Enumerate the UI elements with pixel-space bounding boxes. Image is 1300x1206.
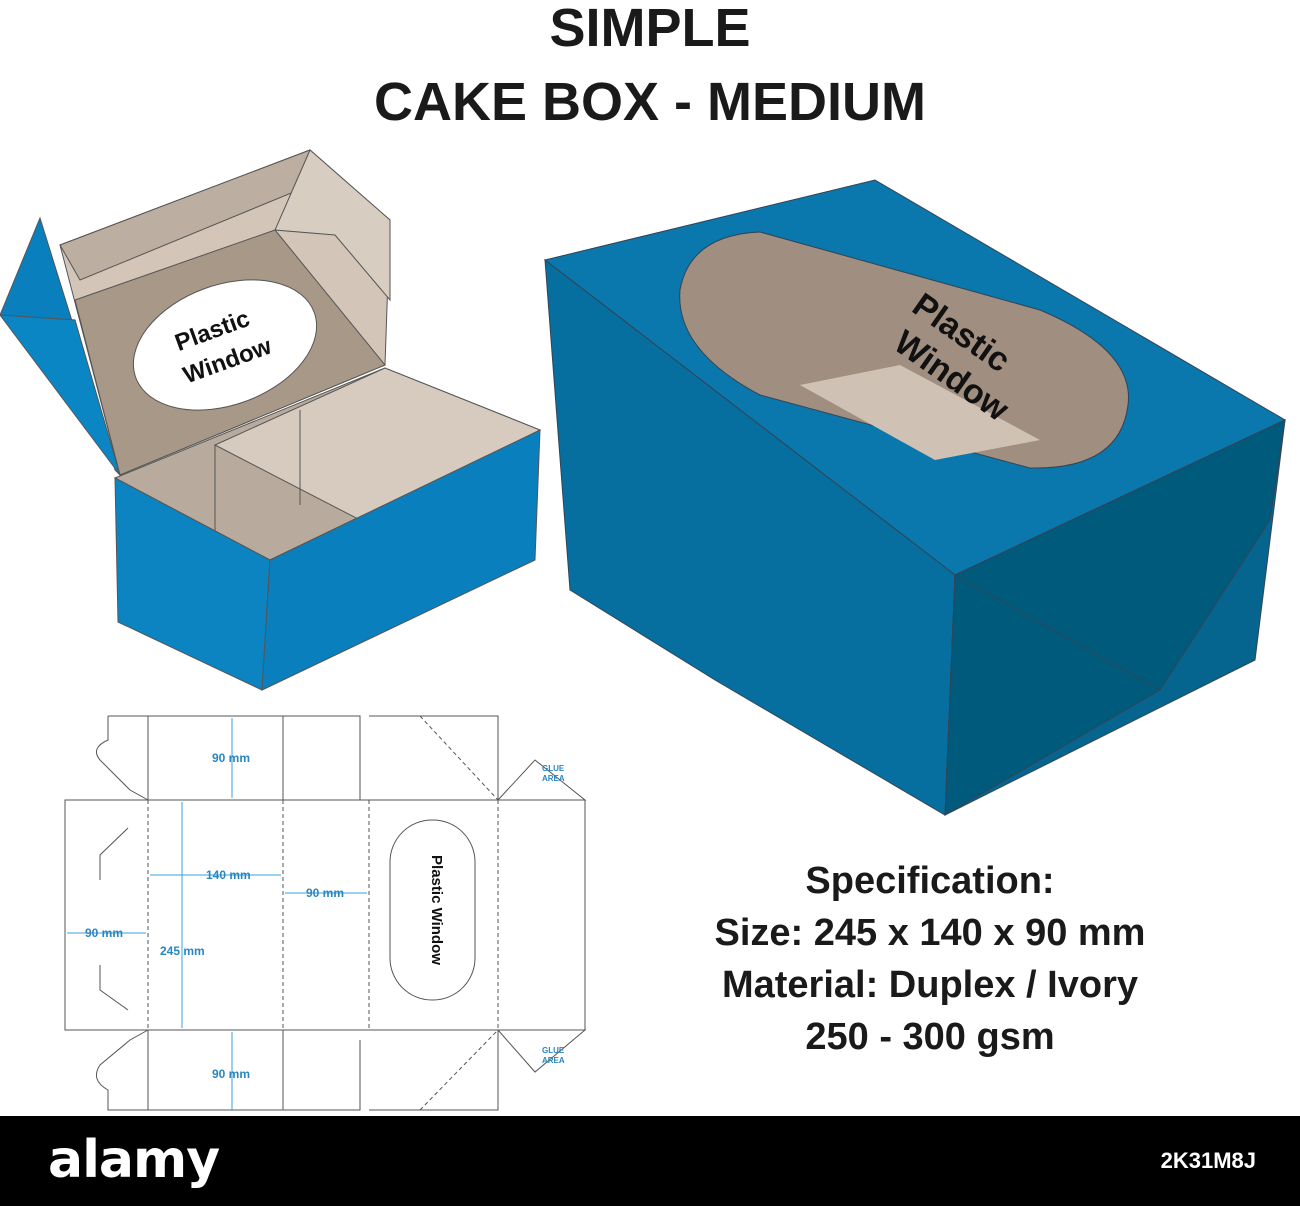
dieline-glue-tab-bottom — [497, 1029, 587, 1073]
dim-width-label: 140 mm — [206, 868, 251, 882]
glue-bottom-label-1: GLUE — [542, 1046, 565, 1055]
dim-bottom-flap-label: 90 mm — [212, 1067, 250, 1081]
spec-size: Size: 245 x 140 x 90 mm — [714, 912, 1146, 954]
tray-front-side — [261, 429, 541, 691]
glue-top-label-1: GLUE — [542, 764, 565, 773]
closed-box: Plastic Window — [543, 179, 1287, 816]
dieline-bottom-row — [147, 1030, 499, 1111]
dieline-top-diagonal — [419, 715, 499, 801]
closed-box-window-floor — [800, 365, 1040, 460]
lid-plastic-window — [132, 279, 318, 411]
spec-material: Material: Duplex / Ivory — [721, 964, 1138, 1006]
dieline-window-label: Plastic Window — [428, 855, 445, 965]
closed-box-left-side — [544, 258, 956, 816]
closed-box-fold — [954, 574, 1161, 691]
dieline-top-left-tab — [95, 716, 149, 801]
lid-outer-front — [0, 314, 121, 476]
dieline-window — [389, 819, 476, 1001]
illustration-canvas: Plastic Window Plastic Window — [0, 149, 1287, 1111]
dieline-left-notch-1 — [99, 827, 129, 880]
footer-bar: alamy 2K31M8J — [0, 1116, 1300, 1206]
dim-side-label: 90 mm — [306, 886, 344, 900]
dim-length-label: 245 mm — [160, 944, 205, 958]
footer-brand-logo: alamy — [48, 1130, 220, 1190]
dieline-top-row — [108, 715, 499, 800]
dieline-labels: 90 mm 140 mm 90 mm 90 mm 245 mm 90 mm GL… — [85, 751, 565, 1081]
title-line-2: CAKE BOX - MEDIUM — [374, 72, 926, 132]
dieline-bottom-left-tab — [95, 1029, 149, 1111]
dieline-bottom-diagonal — [419, 1029, 499, 1111]
dim-left-label: 90 mm — [85, 926, 123, 940]
title-line-1: SIMPLE — [549, 0, 751, 58]
spec-heading: Specification: — [805, 860, 1055, 902]
dieline-main-body — [64, 799, 586, 1031]
spec-weight: 250 - 300 gsm — [805, 1016, 1055, 1058]
open-box: Plastic Window — [0, 149, 542, 691]
closed-box-end-flap — [944, 419, 1286, 816]
footer-image-id: 2K31M8J — [1160, 1148, 1256, 1173]
glue-top-label-2: AREA — [542, 774, 565, 783]
glue-bottom-label-2: AREA — [542, 1056, 565, 1065]
dieline-left-notch-2 — [99, 965, 129, 1011]
closed-box-window — [679, 231, 1129, 469]
lid-right-flap — [274, 149, 391, 302]
dieline — [64, 715, 587, 1111]
dim-top-flap-label: 90 mm — [212, 751, 250, 765]
